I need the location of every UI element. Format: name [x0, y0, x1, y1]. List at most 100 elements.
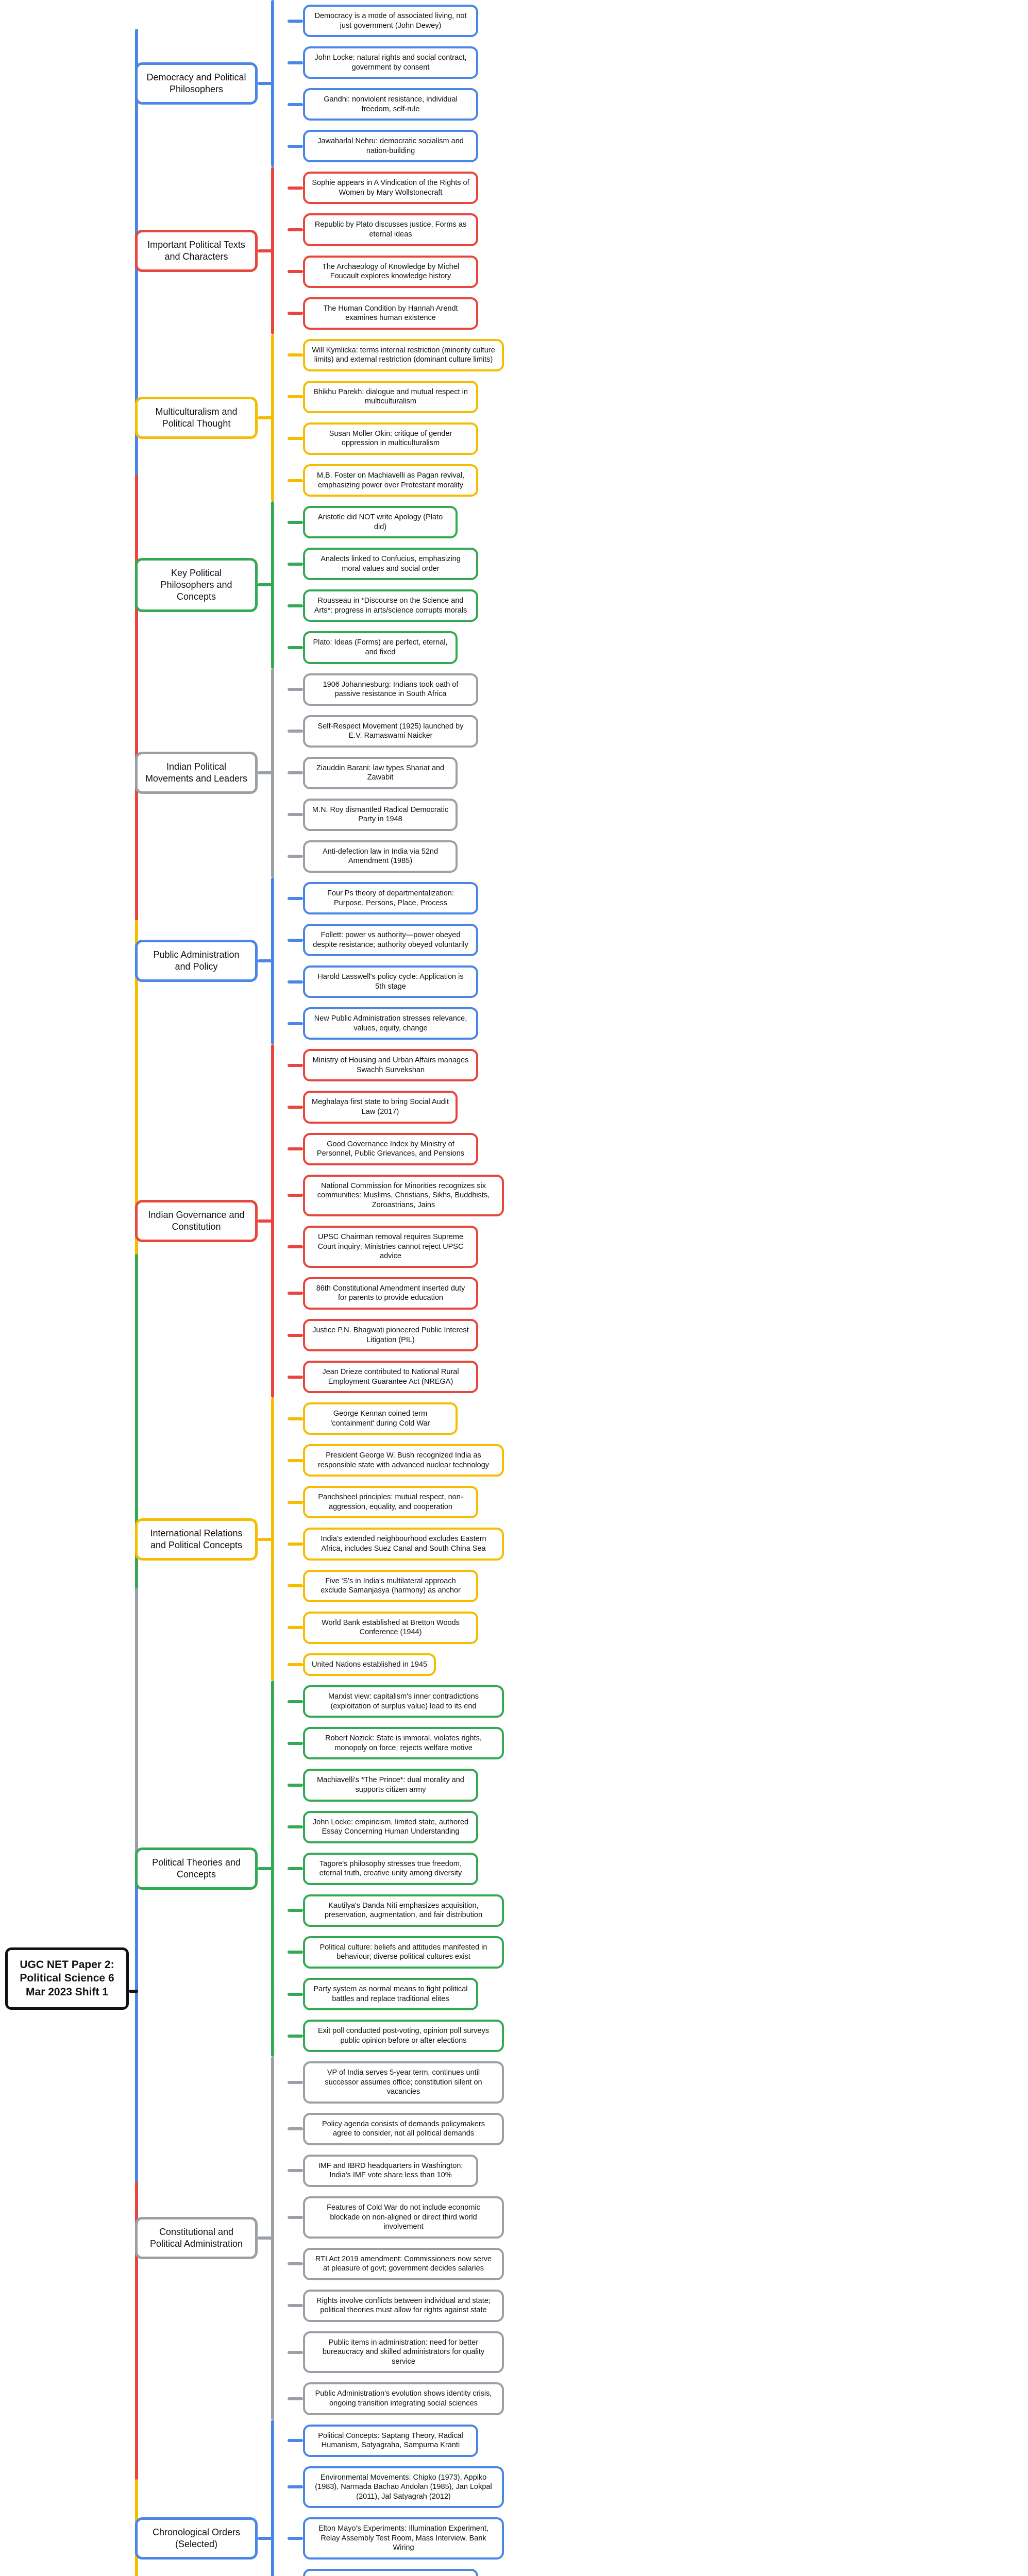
leaf-node[interactable]: Public items in administration: need for…: [303, 2331, 504, 2374]
connector-line: [271, 668, 274, 877]
leaf-connector: [288, 1825, 303, 1829]
leaf-connector: [288, 1375, 303, 1379]
leaf-connector: [288, 1500, 303, 1504]
leaf-node[interactable]: John Locke: natural rights and social co…: [303, 46, 478, 79]
branch-node[interactable]: Indian Governance and Constitution: [135, 1200, 258, 1243]
leaf-connector: [288, 395, 303, 399]
leaf-node[interactable]: United Nations established in 1945: [303, 1653, 436, 1676]
leaf-connector: [288, 2262, 303, 2266]
branch-connector: [258, 668, 288, 877]
leaf-connector: [288, 1105, 303, 1109]
leaf-node[interactable]: The Human Condition by Hannah Arendt exa…: [303, 297, 478, 330]
leaf-node[interactable]: New Public Administration stresses relev…: [303, 1007, 478, 1040]
leaf-node[interactable]: VP of India serves 5-year term, continue…: [303, 2061, 504, 2104]
leaf-node[interactable]: IMF and IBRD headquarters in Washington;…: [303, 2154, 478, 2187]
leaf-node[interactable]: Rousseau in *Discourse on the Science an…: [303, 589, 478, 622]
leaf-connector: [288, 730, 303, 733]
leaf-node[interactable]: President George W. Bush recognized Indi…: [303, 1444, 504, 1477]
leaf-node[interactable]: Susan Moller Okin: critique of gender op…: [303, 422, 478, 455]
leaf-connector: [288, 186, 303, 190]
connector-line: [271, 2057, 274, 2420]
leaf-node[interactable]: RTI Act 2019 amendment: Commissioners no…: [303, 2247, 504, 2280]
leaf-node[interactable]: Four Ps theory of departmentalization: P…: [303, 882, 478, 915]
branch-node[interactable]: Chronological Orders (Selected): [135, 2517, 258, 2560]
leaf-node[interactable]: Rights involve conflicts between individ…: [303, 2289, 504, 2322]
leaf-node[interactable]: 1906 Johannesburg: Indians took oath of …: [303, 673, 478, 706]
connector-stub: [258, 2236, 273, 2240]
leaf-node[interactable]: Bhikhu Parekh: dialogue and mutual respe…: [303, 380, 478, 413]
branch-node[interactable]: Indian Political Movements and Leaders: [135, 752, 258, 794]
leaf-node[interactable]: 86th Constitutional Amendment inserted d…: [303, 1277, 478, 1310]
leaf-node[interactable]: Analects linked to Confucius, emphasizin…: [303, 548, 478, 581]
leaf-connector: [288, 2215, 303, 2219]
leaf-row: Sophie appears in A Vindication of the R…: [288, 172, 478, 205]
leaf-node[interactable]: Will Kymlicka: terms internal restrictio…: [303, 338, 504, 371]
leaf-node[interactable]: Self-Respect Movement (1925) launched by…: [303, 715, 478, 748]
leaf-node[interactable]: Party system as normal means to fight po…: [303, 1977, 478, 2011]
connector-stub: [258, 583, 273, 587]
leaf-node[interactable]: World Bank established at Bretton Woods …: [303, 1611, 478, 1644]
leaf-node[interactable]: Jawaharlal Nehru: democratic socialism a…: [303, 130, 478, 163]
root-node-title[interactable]: UGC NET Paper 2: Political Science 6 Mar…: [5, 1947, 129, 2010]
leaf-node[interactable]: Elton Mayo's Experiments: Illumination E…: [303, 2517, 504, 2560]
branch-node[interactable]: Political Theories and Concepts: [135, 1848, 258, 1890]
leaf-node[interactable]: Robert Nozick: State is immoral, violate…: [303, 1727, 504, 1760]
leaf-row: BRICS Summits: Durban (2013), Ufa (2015)…: [288, 2568, 504, 2576]
leaf-node[interactable]: Justice P.N. Bhagwati pioneered Public I…: [303, 1319, 478, 1352]
leaf-node[interactable]: Tagore's philosophy stresses true freedo…: [303, 1852, 478, 1885]
leaf-node[interactable]: BRICS Summits: Durban (2013), Ufa (2015)…: [303, 2568, 478, 2576]
leaf-node[interactable]: George Kennan coined term 'containment' …: [303, 1402, 458, 1435]
leaf-node[interactable]: Machiavelli's *The Prince*: dual moralit…: [303, 1769, 478, 1802]
leaf-node[interactable]: Kautilya's Danda Niti emphasizes acquisi…: [303, 1894, 504, 1927]
leaf-node[interactable]: India's extended neighbourhood excludes …: [303, 1528, 504, 1561]
leaf-node[interactable]: M.B. Foster on Machiavelli as Pagan revi…: [303, 464, 478, 497]
leaf-node[interactable]: M.N. Roy dismantled Radical Democratic P…: [303, 798, 458, 831]
leaf-node[interactable]: Ziauddin Barani: law types Shariat and Z…: [303, 756, 458, 789]
leaf-node[interactable]: Panchsheel principles: mutual respect, n…: [303, 1486, 478, 1519]
leaf-node[interactable]: Harold Lasswell's policy cycle: Applicat…: [303, 965, 478, 998]
branch-node[interactable]: Key Political Philosophers and Concepts: [135, 557, 258, 612]
leaf-node[interactable]: Policy agenda consists of demands policy…: [303, 2112, 504, 2145]
leaf-node[interactable]: UPSC Chairman removal requires Supreme C…: [303, 1226, 478, 1268]
leaf-node[interactable]: Anti-defection law in India via 52nd Ame…: [303, 840, 458, 873]
leaf-node[interactable]: Follett: power vs authority—power obeyed…: [303, 924, 478, 957]
leaf-node[interactable]: Democracy is a mode of associated living…: [303, 5, 478, 38]
leaf-node[interactable]: Marxist view: capitalism's inner contrad…: [303, 1685, 504, 1718]
leaf-node[interactable]: Gandhi: nonviolent resistance, individua…: [303, 88, 478, 121]
branch-node[interactable]: International Relations and Political Co…: [135, 1518, 258, 1561]
leaf-node[interactable]: Five 'S's in India's multilateral approa…: [303, 1569, 478, 1602]
leaf-connector: [288, 646, 303, 649]
leaf-row: Aristotle did NOT write Apology (Plato d…: [288, 506, 478, 539]
leaf-connector: [288, 61, 303, 64]
leaf-node[interactable]: Republic by Plato discusses justice, For…: [303, 213, 478, 246]
leaf-node[interactable]: Environmental Movements: Chipko (1973), …: [303, 2466, 504, 2509]
branch-node[interactable]: Democracy and Political Philosophers: [135, 62, 258, 105]
leaf-node[interactable]: Sophie appears in A Vindication of the R…: [303, 172, 478, 205]
leaf-node[interactable]: Good Governance Index by Ministry of Per…: [303, 1132, 478, 1165]
leaf-node[interactable]: John Locke: empiricism, limited state, a…: [303, 1810, 478, 1843]
branch-node[interactable]: Multiculturalism and Political Thought: [135, 396, 258, 439]
leaf-node[interactable]: Aristotle did NOT write Apology (Plato d…: [303, 506, 458, 539]
branch-node[interactable]: Public Administration and Policy: [135, 940, 258, 982]
leaf-node[interactable]: National Commission for Minorities recog…: [303, 1174, 504, 1217]
leaf-node[interactable]: Public Administration's evolution shows …: [303, 2382, 504, 2415]
leaf-node[interactable]: Features of Cold War do not include econ…: [303, 2196, 504, 2239]
leaf-row: Anti-defection law in India via 52nd Ame…: [288, 840, 478, 873]
branch: Democracy and Political Philosophers Demo…: [135, 0, 1028, 167]
leaf-connector: [288, 2169, 303, 2173]
leaf-node[interactable]: Plato: Ideas (Forms) are perfect, eterna…: [303, 631, 458, 664]
branch-node[interactable]: Important Political Texts and Characters: [135, 229, 258, 272]
leaf-connector: [288, 1543, 303, 1546]
leaf-node[interactable]: The Archaeology of Knowledge by Michel F…: [303, 255, 478, 288]
leaf-node[interactable]: Meghalaya first state to bring Social Au…: [303, 1091, 458, 1124]
leaf-node[interactable]: Ministry of Housing and Urban Affairs ma…: [303, 1049, 478, 1082]
leaf-row: M.N. Roy dismantled Radical Democratic P…: [288, 798, 478, 831]
branch-connector: [258, 2057, 288, 2420]
leaf-connector: [288, 813, 303, 817]
leaf-node[interactable]: Jean Drieze contributed to National Rura…: [303, 1361, 478, 1394]
leaf-node[interactable]: Exit poll conducted post-voting, opinion…: [303, 2020, 504, 2053]
branch-node[interactable]: Constitutional and Political Administrat…: [135, 2217, 258, 2260]
leaf-node[interactable]: Political Concepts: Saptang Theory, Radi…: [303, 2424, 478, 2457]
leaf-node[interactable]: Political culture: beliefs and attitudes…: [303, 1936, 504, 1969]
branch: Multiculturalism and Political Thought Wi…: [135, 334, 1028, 502]
